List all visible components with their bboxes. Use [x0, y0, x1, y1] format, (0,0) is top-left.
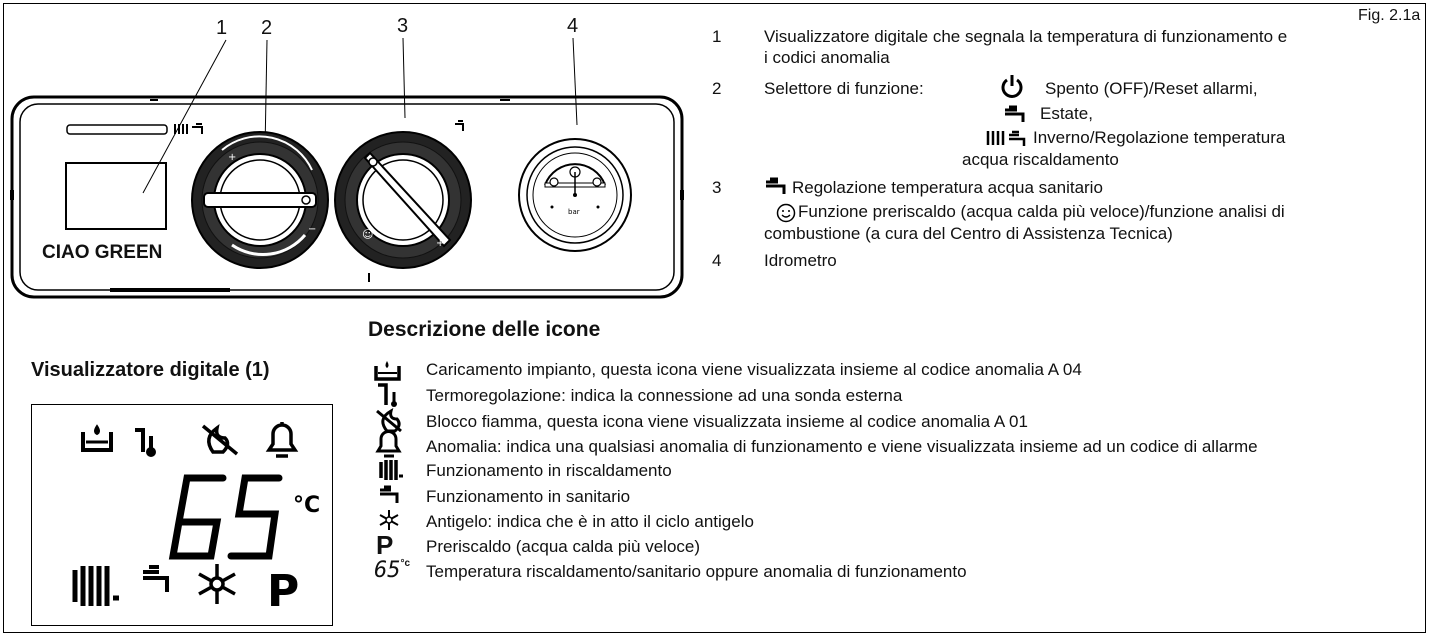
legend-3-line1: Regolazione temperatura acqua sanitario	[792, 178, 1103, 197]
temp-digits: 65	[374, 558, 401, 583]
smiley-icon	[776, 203, 796, 223]
temp-digits-unit: °c	[400, 558, 411, 569]
icon-desc-5: Funzionamento in riscaldamento	[426, 461, 672, 480]
legend-4-line1: Idrometro	[764, 251, 837, 270]
legend-num-4: 4	[712, 251, 722, 270]
legend-num-3: 3	[712, 178, 722, 197]
control-panel-drawing: + − ☺ + bar	[10, 37, 684, 299]
lcd-temp-unit: °C	[293, 493, 320, 518]
temperature-digits-icon: 65°c	[374, 558, 410, 583]
icon-desc-9: Temperatura riscaldamento/sanitario oppu…	[426, 562, 967, 581]
figure-frame	[3, 3, 1426, 633]
legend-2-summer: Estate,	[1040, 104, 1093, 123]
lcd-tap-icon	[143, 565, 169, 592]
lcd-display	[31, 404, 333, 626]
lcd-icons: °C P	[72, 422, 320, 617]
legend-num-1: 1	[712, 27, 722, 46]
icons-section-title: Descrizione delle icone	[368, 318, 601, 341]
flame-block-icon	[376, 407, 402, 433]
svg-text:−: −	[308, 224, 316, 235]
system-fill-icon	[374, 361, 401, 381]
legend-2-winter2: acqua riscaldamento	[962, 150, 1119, 169]
lcd-flame-block-icon	[201, 424, 239, 456]
callout-3: 3	[397, 15, 409, 37]
lcd-bell-icon	[265, 422, 299, 458]
callout-2: 2	[261, 17, 273, 39]
lcd-snowflake-icon	[198, 564, 236, 604]
preheat-p-icon: P	[376, 530, 394, 560]
legend-3-line3: combustione (a cura del Centro di Assist…	[764, 224, 1173, 243]
lcd-system-fill-icon	[81, 424, 113, 452]
legend-3-line2: Funzione preriscaldo (acqua calda più ve…	[798, 202, 1285, 221]
brand-label: CIAO GREEN	[42, 242, 163, 263]
bell-icon	[375, 430, 402, 458]
svg-text:☺: ☺	[362, 228, 373, 241]
icon-desc-7: Antigelo: indica che è in atto il ciclo …	[426, 512, 754, 531]
icon-desc-1: Caricamento impianto, questa icona viene…	[426, 360, 1082, 379]
lcd-preheat-p: P	[267, 566, 299, 617]
thermoregulation-icon	[378, 383, 397, 407]
power-icon	[1001, 75, 1023, 98]
svg-text:+: +	[436, 238, 444, 249]
icon-desc-2: Termoregolazione: indica la connessione …	[426, 386, 903, 405]
figure-ref: Fig. 2.1a	[1358, 7, 1421, 24]
radiator-icon	[379, 460, 403, 480]
lcd-radiator-icon	[72, 566, 119, 606]
icon-desc-8: Preriscaldo (acqua calda più veloce)	[426, 537, 701, 556]
icon-desc-4: Anomalia: indica una qualsiasi anomalia …	[426, 437, 1258, 456]
display-title: Visualizzatore digitale (1)	[31, 359, 270, 381]
gauge-unit: bar	[568, 208, 580, 216]
winter-radiator-tap-icon	[986, 130, 1026, 146]
legend-2-winter: Inverno/Regolazione temperatura	[1033, 128, 1286, 147]
snowflake-icon	[379, 510, 399, 530]
legend-1-line2: i codici anomalia	[764, 48, 890, 67]
lcd-thermoregulation-icon	[135, 428, 156, 457]
dhw-tap-icon	[766, 177, 786, 194]
icon-desc-6: Funzionamento in sanitario	[426, 487, 631, 506]
summer-tap-icon	[1005, 105, 1025, 122]
svg-text:+: +	[228, 152, 236, 163]
legend-2-label: Selettore di funzione:	[764, 79, 924, 98]
legend-2-off: Spento (OFF)/Reset allarmi,	[1045, 79, 1258, 98]
legend-1-line1: Visualizzatore digitale che segnala la t…	[764, 27, 1288, 46]
icon-desc-3: Blocco fiamma, questa icona viene visual…	[426, 412, 1028, 431]
callout-1: 1	[216, 17, 228, 39]
legend-num-2: 2	[712, 79, 722, 98]
tap-icon	[380, 485, 399, 503]
lcd-digits-65	[168, 474, 283, 560]
callout-4: 4	[567, 15, 579, 37]
